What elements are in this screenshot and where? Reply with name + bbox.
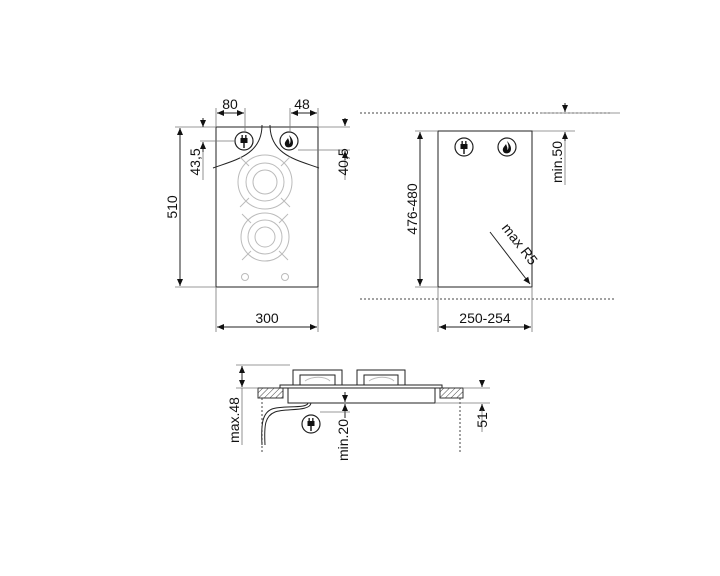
countertop-right [439, 387, 464, 399]
pan-support-right [356, 369, 406, 385]
electric-plug-icon [234, 131, 254, 151]
cutout-height-label: 476-480 [404, 183, 420, 235]
height-above-label: max.48 [226, 397, 242, 443]
cutout-width-label: 250-254 [459, 310, 511, 326]
electric-plug-icon [301, 414, 321, 434]
hob-top-view: 80 48 510 43,5 40,5 300 [164, 96, 351, 332]
min-distance-label: min.50 [549, 141, 565, 183]
cable [264, 402, 312, 446]
plug-offset-label: 80 [222, 96, 238, 112]
gas-depth-label: 40,5 [335, 148, 351, 175]
pan-support-left [292, 369, 343, 385]
cutout-outline [437, 130, 533, 288]
side-view: max.48 min.20 51 [226, 364, 490, 461]
gas-flame-icon [279, 131, 299, 151]
knob-right [281, 273, 289, 281]
depth-label: 51 [474, 412, 490, 428]
cable-curve-right [269, 124, 320, 169]
plug-depth-label: 43,5 [187, 148, 203, 175]
radius-label: max R5 [499, 220, 541, 268]
gas-offset-label: 48 [294, 96, 310, 112]
cable-curve-left [212, 124, 263, 169]
hob-outline [215, 126, 319, 288]
cutout-view: min.50 476-480 max R5 250-254 [360, 103, 620, 332]
height-label: 510 [164, 195, 180, 219]
hob-body [287, 387, 436, 404]
clearance-label: min.20 [335, 419, 351, 461]
gas-flame-icon [497, 137, 517, 157]
width-label: 300 [255, 310, 279, 326]
electric-plug-icon [454, 137, 474, 157]
burner-top [237, 154, 293, 210]
burner-bottom [240, 212, 290, 262]
countertop-left [257, 387, 284, 399]
knob-left [241, 273, 249, 281]
